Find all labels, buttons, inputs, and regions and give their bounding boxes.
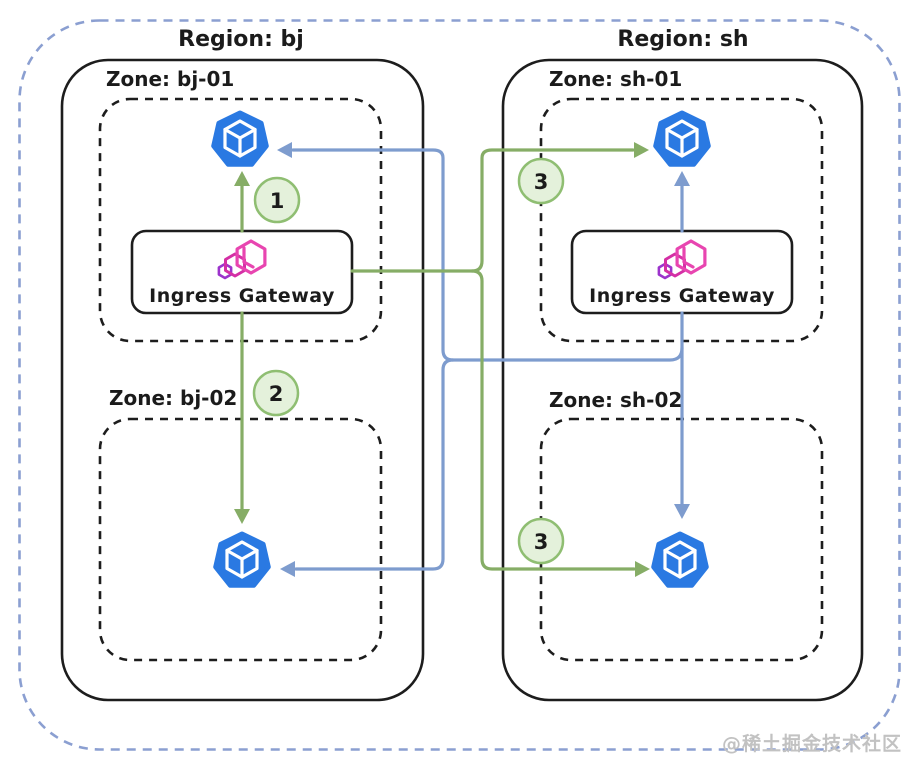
watermark-text: @稀土掘金技术社区 bbox=[721, 733, 902, 755]
region-sh-label: Region: sh bbox=[617, 27, 749, 52]
arrowhead-green-right-top bbox=[634, 142, 649, 158]
arrowhead-green-right-bottom bbox=[635, 561, 650, 577]
workload-cube-icon-sh01 bbox=[656, 113, 709, 164]
ingress-gateway-bj-label: Ingress Gateway bbox=[149, 285, 335, 307]
workload-cube-icon-sh02 bbox=[654, 534, 707, 585]
step-badge-1-number: 1 bbox=[269, 189, 285, 213]
step-badge-3b-circle bbox=[517, 517, 565, 565]
ingress-gateway-sh-label: Ingress Gateway bbox=[589, 285, 775, 307]
workload-cube-icon-bj02 bbox=[216, 534, 269, 585]
workload-cube-icon-bj01 bbox=[214, 113, 267, 164]
arrowhead-green-up bbox=[234, 171, 250, 186]
arrowhead-blue-left-top bbox=[277, 142, 292, 158]
step-badge-3a-number: 3 bbox=[533, 170, 549, 194]
step-badge-2-number: 2 bbox=[268, 382, 284, 406]
arrow-line-sh-gw-to-bj01 bbox=[291, 148, 684, 362]
arrowhead-blue-left-bottom bbox=[280, 561, 295, 577]
zone-bj-02-label: Zone: bj-02 bbox=[109, 386, 238, 410]
arrowhead-blue-up bbox=[674, 171, 690, 186]
arrow-line-bj-gw-to-sh02 bbox=[470, 269, 636, 571]
arrowhead-blue-down bbox=[674, 504, 690, 519]
region-sh-box bbox=[501, 58, 864, 702]
step-badge-3a-circle bbox=[517, 157, 565, 205]
zone-sh-02-label: Zone: sh-02 bbox=[549, 388, 683, 412]
step-badge-1-circle bbox=[253, 176, 301, 224]
arrow-line-sh-gw-to-bj02 bbox=[294, 358, 455, 571]
step-badge-3b-number: 3 bbox=[533, 530, 549, 554]
step-badge-2-circle bbox=[252, 369, 300, 417]
outer-cluster-border bbox=[18, 19, 901, 751]
zone-bj-01-label: Zone: bj-01 bbox=[106, 67, 235, 91]
region-bj-box bbox=[60, 58, 425, 702]
arrowhead-green-down bbox=[234, 509, 250, 524]
zone-sh-01-label: Zone: sh-01 bbox=[549, 67, 683, 91]
region-bj-label: Region: bj bbox=[178, 27, 304, 52]
